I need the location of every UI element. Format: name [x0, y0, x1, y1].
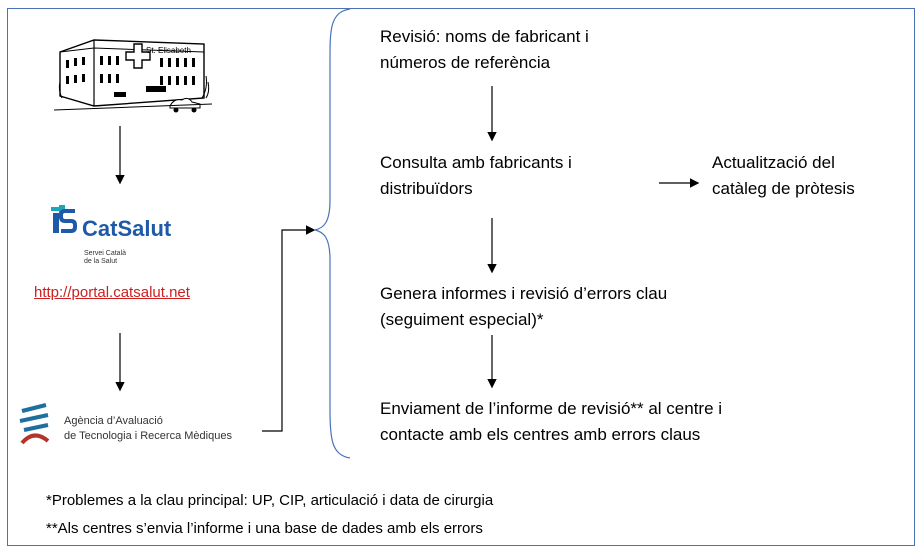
aquas-logo-icon [19, 403, 50, 445]
connector-aquas-brace [262, 225, 316, 432]
footnote-1: *Problemes a la clau principal: UP, CIP,… [46, 492, 494, 509]
catsalut-subtitle-2: de la Salut [84, 258, 118, 265]
step-consulta: Consulta amb fabricants i distribuïdors [380, 150, 572, 202]
footnote-2: **Als centres s’envia l’informe i una ba… [46, 520, 483, 537]
catsalut-name: CatSalut [82, 216, 172, 241]
catsalut-logo-icon [51, 205, 77, 233]
step-actualitzacio: Actualització del catàleg de pròtesis [712, 150, 855, 202]
step-genera-line1: Genera informes i revisió d’errors clau [380, 284, 668, 303]
hospital-sign: St. Elisabeth [146, 46, 191, 55]
step-enviament-line1: Enviament de l’informe de revisió** al c… [380, 399, 723, 418]
aquas-name-line2: de Tecnologia i Recerca Mèdiques [64, 430, 232, 442]
diagram-frame [7, 8, 915, 546]
step-enviament-line2: contacte amb els centres amb errors clau… [380, 425, 701, 444]
step-genera-line2: (seguiment especial)* [380, 310, 544, 329]
step-actualitzacio-line1: Actualització del [712, 153, 835, 172]
hospital-illustration [54, 39, 212, 113]
aquas-name-line1: Agència d’Avaluació [64, 415, 163, 427]
step-revisio: Revisió: noms de fabricant i números de … [380, 24, 589, 76]
step-consulta-line1: Consulta amb fabricants i [380, 153, 572, 172]
step-revisio-line1: Revisió: noms de fabricant i [380, 27, 589, 46]
catsalut-subtitle-1: Servei Català [84, 250, 127, 257]
step-genera: Genera informes i revisió d’errors clau … [380, 281, 667, 333]
step-consulta-line2: distribuïdors [380, 179, 473, 198]
step-revisio-line2: números de referència [380, 53, 551, 72]
catsalut-link[interactable]: http://portal.catsalut.net [34, 284, 190, 301]
step-actualitzacio-line2: catàleg de pròtesis [712, 179, 855, 198]
step-enviament: Enviament de l’informe de revisió** al c… [380, 396, 722, 448]
curly-brace [314, 8, 351, 459]
